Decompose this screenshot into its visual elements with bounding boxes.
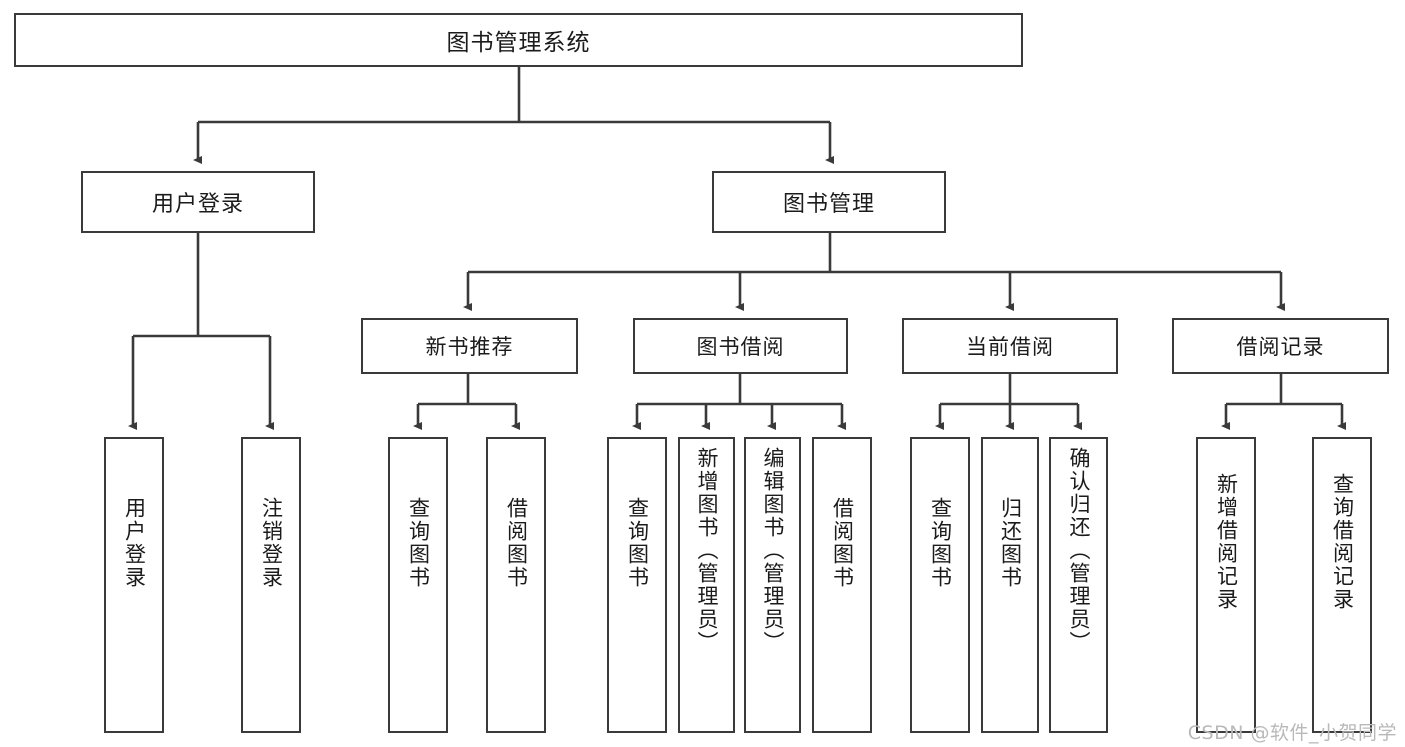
leaf-book-borrow-edit[interactable]: 编辑图书（管理员） xyxy=(744,437,801,733)
node-user-login[interactable]: 用户登录 xyxy=(81,171,315,233)
leaf-label: 新增借阅记录 xyxy=(1214,473,1239,611)
leaf-label: 归还图书 xyxy=(998,497,1023,589)
leaf-label: 查询借阅记录 xyxy=(1330,473,1355,611)
node-new-book-recommend[interactable]: 新书推荐 xyxy=(361,318,578,374)
leaf-label: 查询图书 xyxy=(928,497,953,589)
leaf-label: 借阅图书 xyxy=(830,497,855,589)
leaf-new-book-query[interactable]: 查询图书 xyxy=(388,437,448,733)
leaf-label: 新增图书（管理员） xyxy=(694,447,719,654)
leaf-book-borrow-borrow[interactable]: 借阅图书 xyxy=(812,437,872,733)
leaf-user-login-signin[interactable]: 用户登录 xyxy=(104,437,164,733)
leaf-new-book-borrow[interactable]: 借阅图书 xyxy=(486,437,546,733)
node-book-management[interactable]: 图书管理 xyxy=(712,171,946,233)
leaf-current-borrow-confirm-return[interactable]: 确认归还（管理员） xyxy=(1049,437,1108,733)
node-current-borrow[interactable]: 当前借阅 xyxy=(902,318,1118,374)
leaf-borrow-record-add[interactable]: 新增借阅记录 xyxy=(1196,437,1256,733)
leaf-label: 借阅图书 xyxy=(504,497,529,589)
leaf-label: 查询图书 xyxy=(625,497,650,589)
leaf-label: 用户登录 xyxy=(122,497,147,589)
leaf-label: 注销登录 xyxy=(259,497,284,589)
node-book-borrow[interactable]: 图书借阅 xyxy=(633,318,848,374)
leaf-label: 查询图书 xyxy=(406,497,431,589)
leaf-book-borrow-query[interactable]: 查询图书 xyxy=(607,437,667,733)
leaf-label: 确认归还（管理员） xyxy=(1066,447,1091,654)
watermark-text: CSDN @软件_小贺同学 xyxy=(1187,722,1397,744)
leaf-user-login-signout[interactable]: 注销登录 xyxy=(241,437,301,733)
leaf-current-borrow-return[interactable]: 归还图书 xyxy=(981,437,1039,733)
leaf-label: 编辑图书（管理员） xyxy=(760,447,785,654)
leaf-current-borrow-query[interactable]: 查询图书 xyxy=(910,437,970,733)
node-root-system[interactable]: 图书管理系统 xyxy=(14,13,1023,67)
leaf-book-borrow-add[interactable]: 新增图书（管理员） xyxy=(678,437,735,733)
leaf-borrow-record-query[interactable]: 查询借阅记录 xyxy=(1312,437,1372,733)
node-borrow-record[interactable]: 借阅记录 xyxy=(1172,318,1389,374)
